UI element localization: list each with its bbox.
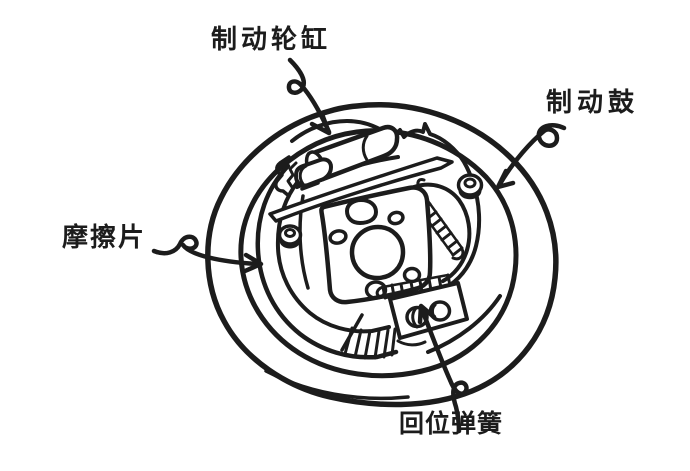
lower-spring-edge (381, 273, 450, 289)
upper-spring-hook (451, 247, 465, 261)
arrowhead-brake-drum (495, 168, 516, 190)
bolt-base-arc (279, 239, 301, 249)
plate-hole-small (387, 210, 405, 226)
label-wheel-cylinder: 制动轮缸 (211, 24, 332, 54)
friction-lining-hatch (343, 326, 397, 360)
wheel-cylinder-drawing (294, 124, 400, 191)
bolt-inner (284, 228, 296, 238)
lower-spring-hook (375, 285, 385, 299)
bolt-inner (463, 177, 477, 189)
shoe-outer-edge (255, 163, 399, 360)
strut-bar (268, 156, 454, 223)
plate-top-edge (290, 119, 385, 143)
anchor-bolt-left (277, 224, 303, 249)
adjuster-screw-slot (411, 306, 419, 329)
anchor-bolt-right (456, 173, 484, 200)
label-arrows (151, 57, 567, 434)
lower-return-spring (375, 273, 452, 300)
label-brake-drum: 制动鼓 (546, 87, 640, 117)
arrowhead-return-spring (417, 303, 437, 325)
arrowhead-wheel-cylinder (309, 111, 332, 136)
plate-right-edge (448, 181, 482, 287)
arrowhead-friction-pad (242, 252, 264, 274)
arrow-to-brake-drum (497, 123, 567, 187)
drum-sketch-overstroke-bottom (264, 369, 410, 401)
cylinder-seam (361, 134, 369, 162)
piston-pushrod (300, 181, 320, 191)
plate-hole-small (328, 229, 348, 245)
arrow-to-wheel-cylinder (286, 57, 332, 135)
plate-hole-top (345, 198, 378, 225)
shoe-anchor-zigzag (274, 155, 291, 198)
drum-inner-ring (238, 128, 519, 379)
label-friction-pad: 摩擦片 (62, 222, 147, 252)
hub-hole (349, 224, 406, 281)
bolt-base-arc (458, 189, 482, 200)
arrow-to-friction-pad (151, 234, 261, 267)
piston-cap (298, 164, 308, 186)
plate-top-right-notched-edge (383, 122, 475, 185)
drum-outer-ring (205, 101, 559, 408)
shoe-anchor-zigzag-inner (286, 161, 298, 189)
arrow-to-return-spring (418, 304, 469, 434)
shoe-web-plate (319, 185, 433, 305)
adjuster-under-tick (396, 339, 427, 347)
bolt-outer (456, 173, 484, 197)
plate-hole-bottom (364, 280, 388, 300)
right-shoe-web-arc (412, 182, 472, 283)
label-return-spring: 回位弹簧 (399, 410, 504, 438)
